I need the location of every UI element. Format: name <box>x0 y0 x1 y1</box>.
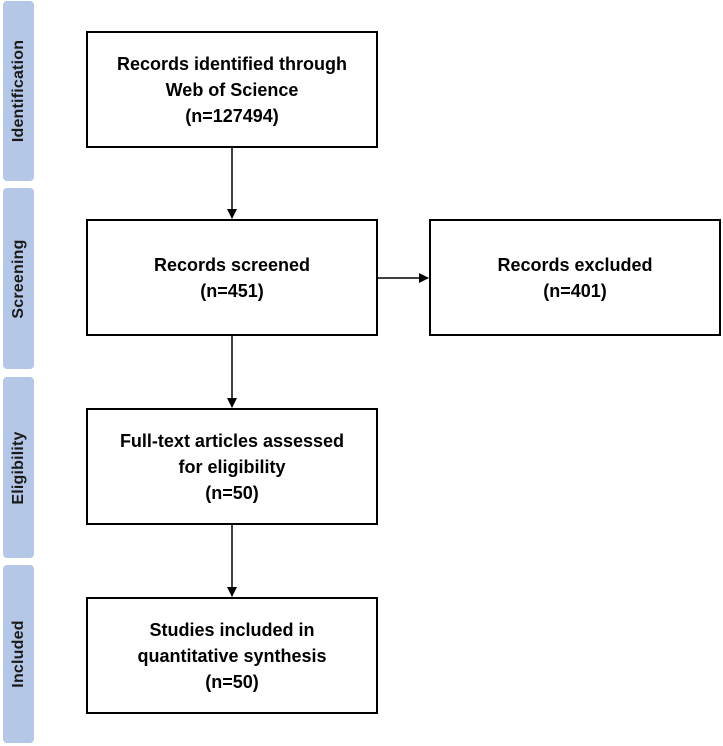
phase-bar-screening: Screening <box>3 188 34 369</box>
box-records-screened: Records screened (n=451) <box>86 219 378 336</box>
box-studies-included: Studies included in quantitative synthes… <box>86 597 378 714</box>
box-studies-included-line-2: quantitative synthesis <box>137 645 327 666</box>
box-studies-included-line-3: (n=50) <box>205 671 259 692</box>
phase-bar-eligibility: Eligibility <box>3 377 34 558</box>
box-records-identified-line-1: Records identified through <box>116 53 347 74</box>
box-studies-included-line-1: Studies included in <box>149 619 315 640</box>
box-records-screened-line-2: (n=451) <box>200 280 264 301</box>
box-records-excluded-line-2: (n=401) <box>543 280 607 301</box>
box-records-excluded-line-1: Records excluded <box>497 254 653 275</box>
box-fulltext-assessed-line-1: Full-text articles assessed <box>119 430 345 451</box>
phase-bar-included: Included <box>3 565 34 743</box>
box-fulltext-assessed: Full-text articles assessed for eligibil… <box>86 408 378 525</box>
box-fulltext-assessed-line-2: for eligibility <box>178 456 286 477</box>
box-records-identified: Records identified through Web of Scienc… <box>86 31 378 148</box>
box-fulltext-assessed-line-3: (n=50) <box>205 482 259 503</box>
box-records-identified-line-2: Web of Science <box>165 79 299 100</box>
box-records-excluded: Records excluded (n=401) <box>429 219 721 336</box>
box-records-identified-line-3: (n=127494) <box>185 105 279 126</box>
phase-bar-identification: Identification <box>3 1 34 181</box>
box-records-screened-line-1: Records screened <box>153 254 311 275</box>
